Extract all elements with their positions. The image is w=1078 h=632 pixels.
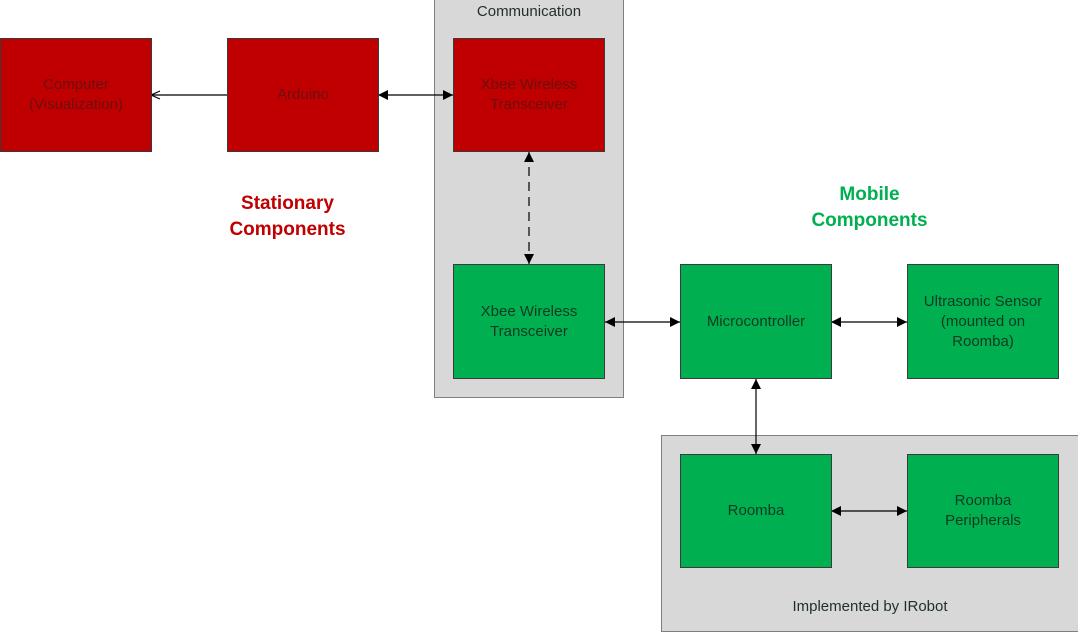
xbee-mobile-box: Xbee Wireless Transceiver: [453, 264, 605, 379]
communication-group-label: Communication: [476, 3, 582, 20]
irobot-group-label: Implemented by IRobot: [792, 598, 948, 615]
roomba-peripherals-label: Roomba Peripherals: [945, 492, 1021, 529]
xbee-mobile-label: Xbee Wireless Transceiver: [480, 302, 578, 340]
arduino-label: Arduino: [277, 86, 329, 103]
stationary-components-caption: Stationary Components: [229, 193, 346, 240]
mobile-components-caption: Mobile Components: [811, 184, 928, 231]
xbee-stationary-label: Xbee Wireless Transceiver: [480, 76, 578, 113]
roomba-box: Roomba: [680, 454, 832, 568]
arduino-box: Arduino: [227, 38, 379, 152]
computer-visualization-label: Computer (Visualization): [29, 76, 123, 113]
xbee-stationary-box: Xbee Wireless Transceiver: [453, 38, 605, 152]
roomba-peripherals-box: Roomba Peripherals: [907, 454, 1059, 568]
ultrasonic-sensor-label: Ultrasonic Sensor (mounted on Roomba): [923, 292, 1043, 350]
microcontroller-label: Microcontroller: [706, 312, 806, 330]
computer-visualization-box: Computer (Visualization): [0, 38, 152, 152]
ultrasonic-sensor-box: Ultrasonic Sensor (mounted on Roomba): [907, 264, 1059, 379]
microcontroller-box: Microcontroller: [680, 264, 832, 379]
roomba-label: Roomba: [727, 502, 785, 519]
